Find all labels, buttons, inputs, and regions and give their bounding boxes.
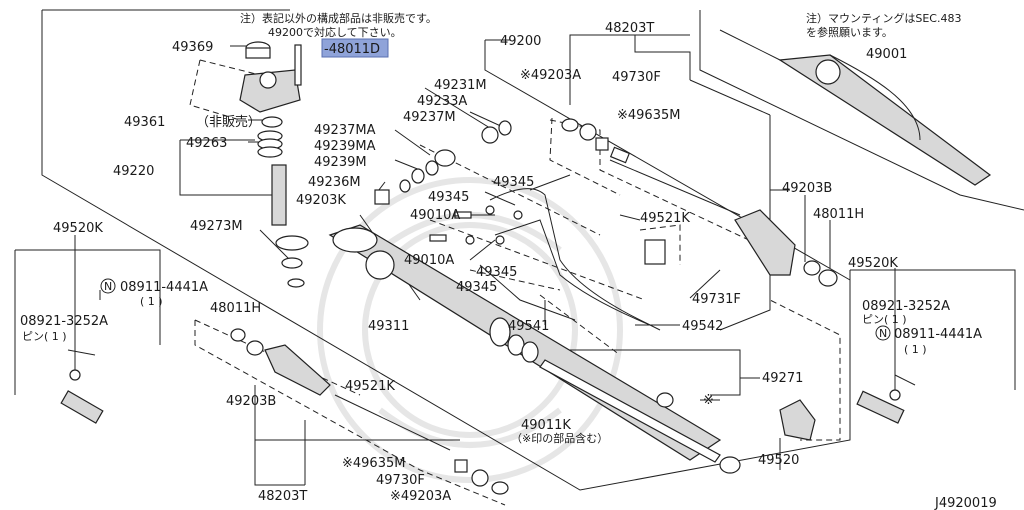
- label-49635M-bottom: ※49635M: [342, 456, 405, 471]
- label-48011D[interactable]: -48011D: [324, 42, 380, 57]
- label-08911-right: 08911-4441A: [894, 327, 982, 342]
- label-49237M: 49237M: [403, 110, 456, 125]
- note-top-left-line1: 注）表記以外の構成部品は非販売です。: [240, 11, 437, 25]
- label-49635M-top: ※49635M: [617, 108, 680, 123]
- label-49521K-top: 49521K: [640, 211, 690, 226]
- label-08911-right-qty: ( 1 ): [904, 343, 927, 356]
- label-49203B-right: 49203B: [782, 181, 832, 196]
- note-top-right-line2: を参照願います。: [806, 25, 893, 39]
- label-49271: 49271: [762, 371, 803, 386]
- label-49237MA: 49237MA: [314, 123, 376, 138]
- label-49541: 49541: [508, 319, 549, 334]
- label-49203A-top: ※49203A: [520, 68, 581, 83]
- note-top-right-line1: 注）マウンティングはSEC.483: [806, 11, 961, 25]
- label-49263: 49263: [186, 136, 227, 151]
- label-48011H-left: 48011H: [210, 301, 261, 316]
- label-49730F-bottom: 49730F: [376, 473, 425, 488]
- label-49231M: 49231M: [434, 78, 487, 93]
- label-49010A-b: 49010A: [404, 253, 454, 268]
- label-49011K: 49011K: [521, 418, 571, 433]
- n-symbol-right-text: N: [879, 327, 887, 340]
- n-symbol-right: [875, 325, 891, 341]
- label-49001: 49001: [866, 47, 907, 62]
- label-49361: 49361: [124, 115, 165, 130]
- n-symbol-left: [100, 278, 116, 294]
- label-49010A-a: 49010A: [410, 208, 460, 223]
- label-49730F-top: 49730F: [612, 70, 661, 85]
- label-pin-right: ピン( 1 ): [862, 313, 907, 326]
- label-49236M: 49236M: [308, 175, 361, 190]
- label-49203A-bottom: ※49203A: [390, 489, 451, 504]
- label-49200: 49200: [500, 34, 541, 49]
- parts: [60, 29, 992, 495]
- label-asterisk-mark: ※: [703, 393, 714, 408]
- label-49345-c: 49345: [476, 265, 517, 280]
- label-49311: 49311: [368, 319, 409, 334]
- label-49345-a: 49345: [493, 175, 534, 190]
- frame-lines: [14, 9, 1024, 506]
- diagram-code: J4920019: [934, 496, 997, 510]
- highlight-box[interactable]: [321, 38, 389, 58]
- label-49520K-left: 49520K: [53, 221, 103, 236]
- label-49273M: 49273M: [190, 219, 243, 234]
- label-08911-left: 08911-4441A: [120, 280, 208, 295]
- label-hihanbai: （非販売）: [196, 114, 261, 130]
- label-49345-d: 49345: [456, 280, 497, 295]
- label-48203T-top: 48203T: [605, 21, 654, 36]
- label-08921-right: 08921-3252A: [862, 299, 950, 314]
- label-49220: 49220: [113, 164, 154, 179]
- label-49520: 49520: [758, 453, 799, 468]
- label-49011K-note: （※印の部品含む）: [511, 431, 608, 445]
- label-pin-left: ピン( 1 ): [22, 330, 67, 343]
- label-49520K-right: 49520K: [848, 256, 898, 271]
- note-top-left-line2: 49200で対応して下さい。: [268, 25, 402, 39]
- label-08921-left: 08921-3252A: [20, 314, 108, 329]
- label-49521K-bottom: 49521K: [345, 379, 395, 394]
- label-49239M: 49239M: [314, 155, 367, 170]
- n-symbol-left-text: N: [104, 280, 112, 293]
- label-49203K: 49203K: [296, 193, 346, 208]
- label-49369: 49369: [172, 40, 213, 55]
- label-49233A: 49233A: [417, 94, 467, 109]
- label-49345-b: 49345: [428, 190, 469, 205]
- label-48203T-bottom: 48203T: [258, 489, 307, 504]
- label-49203B-left: 49203B: [226, 394, 276, 409]
- label-49542: 49542: [682, 319, 723, 334]
- label-49239MA: 49239MA: [314, 139, 376, 154]
- label-48011H-right: 48011H: [813, 207, 864, 222]
- label-08911-left-qty: ( 1 ): [140, 295, 163, 308]
- label-49731F: 49731F: [692, 292, 741, 307]
